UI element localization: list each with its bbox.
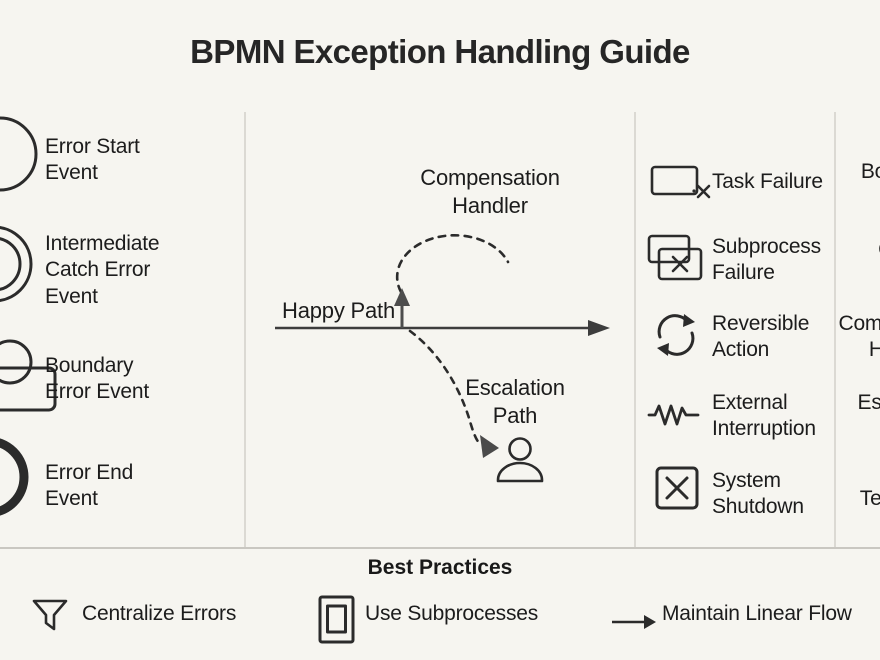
column-divider [244, 112, 246, 548]
escalation-arrowhead [480, 435, 499, 458]
column-divider [834, 112, 836, 548]
compensation-handler-label: Compensation Handler [420, 165, 560, 218]
external-interruption-icon [647, 404, 700, 426]
scenario-label-external-interruption: External Interruption [712, 391, 816, 441]
column-divider [634, 112, 636, 548]
intermediate-catch-error-event-icon [0, 225, 33, 303]
scenario-label-task-failure: Task Failure [712, 170, 823, 193]
handler-label-terminate-event: Terminate Event [859, 487, 880, 536]
practice-label-centralize-errors: Centralize Errors [82, 602, 237, 625]
practice-label-use-subprocesses: Use Subprocesses [365, 602, 539, 625]
happy-path-arrow [275, 320, 610, 336]
page-title: BPMN Exception Handling Guide [190, 33, 690, 70]
flow-diagram [275, 234, 610, 483]
reversible-action-icon [657, 314, 695, 356]
subprocess-failure-icon [647, 234, 703, 281]
happy-path-label: Happy Path [282, 298, 395, 323]
scenario-label-subprocess-failure: Subprocess Failure [712, 235, 821, 285]
boundary-error-event-icon [0, 339, 57, 412]
scenario-label-reversible-action: Reversible Action [712, 312, 810, 362]
system-shutdown-icon [655, 466, 699, 510]
legend-label-error-start: Error Start Event [45, 135, 140, 185]
person-icon [496, 437, 544, 483]
subprocess-box-icon [318, 595, 355, 644]
handler-label-boundary-error: Boundary Error [860, 160, 880, 183]
scenario-label-system-shutdown: System Shutdown [712, 469, 804, 519]
handler-label-compensation-handler: Compensation Handler [838, 312, 880, 362]
task-failure-icon [650, 165, 711, 199]
handler-label-catch-error: Catch Error [835, 237, 880, 290]
error-start-event-icon [0, 116, 38, 192]
compensation-loop-arc [395, 234, 510, 294]
best-practices-heading: Best Practices [367, 556, 513, 579]
escalation-path-label: Escalation Path [465, 375, 565, 428]
arrow-right-icon [612, 615, 656, 629]
handler-label-escalation-path: Escalation Path [857, 391, 880, 414]
practice-label-maintain-linear-flow: Maintain Linear Flow [662, 602, 852, 625]
section-divider [0, 547, 880, 549]
error-end-event-icon [0, 438, 29, 516]
legend-label-boundary-error: Boundary Error Event [45, 354, 149, 404]
escalation-path-arc [408, 329, 482, 446]
legend-label-error-end: Error End Event [45, 461, 134, 511]
compensation-up-arrow [394, 288, 410, 328]
legend-label-intermediate-catch: Intermediate Catch Error Event [45, 232, 160, 308]
funnel-icon [32, 599, 68, 631]
